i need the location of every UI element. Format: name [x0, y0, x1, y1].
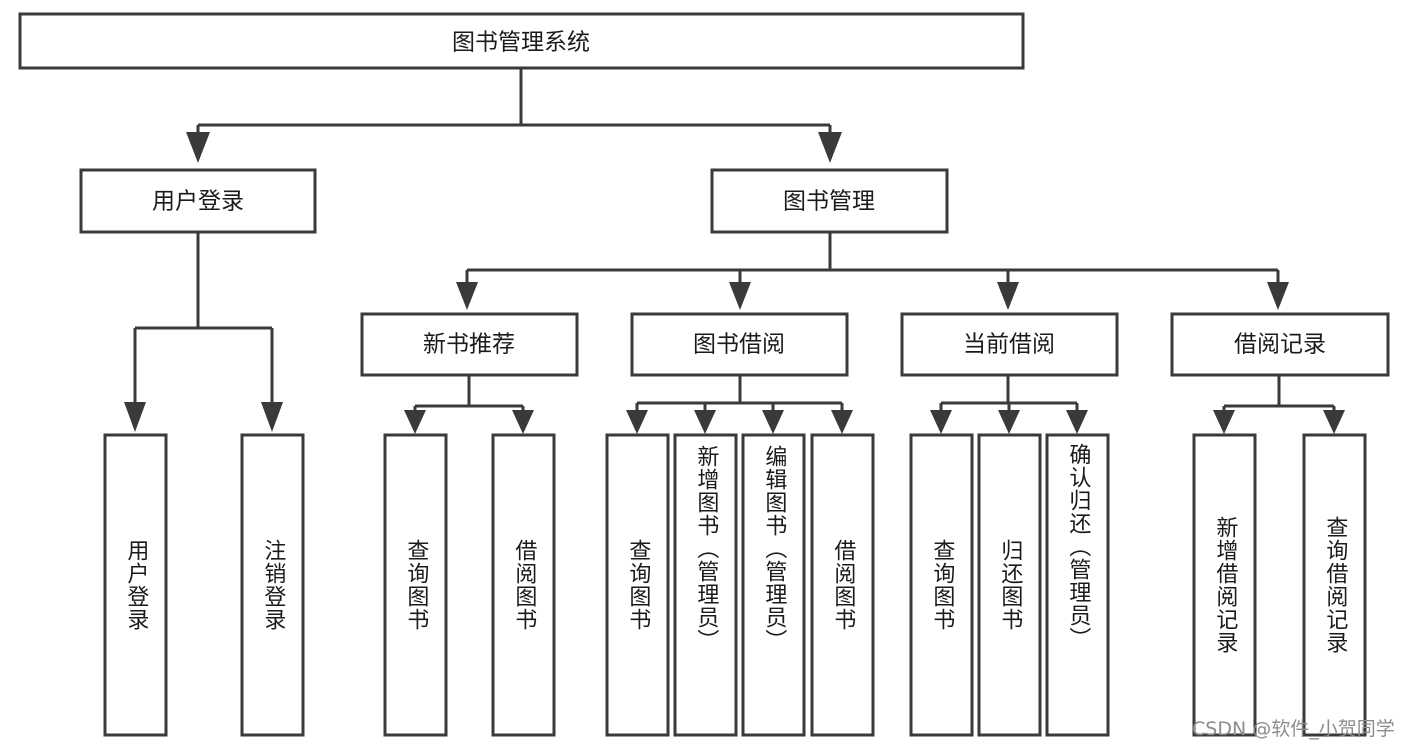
- leaf-box-current-borrow-1[interactable]: [909, 433, 974, 737]
- arrowhead-to-current-borrow: [997, 282, 1019, 310]
- arrowhead-leaf-user-login-2: [261, 402, 283, 432]
- arrowhead-leaf-new-book-1: [404, 410, 426, 434]
- node-borrow-record-box[interactable]: [1170, 312, 1390, 377]
- leaf-box-borrow-record-1[interactable]: [1192, 433, 1257, 737]
- arrowhead-leaf-borrow-record-2: [1323, 410, 1345, 434]
- leaf-box-new-book-1[interactable]: [383, 433, 448, 737]
- node-root-box[interactable]: [18, 12, 1025, 70]
- leaf-box-user-login-2[interactable]: [240, 433, 305, 737]
- node-book-management-label: 图书管理: [783, 189, 875, 215]
- arrowhead-leaf-book-borrow-4: [831, 410, 853, 434]
- node-book-borrow-box[interactable]: [630, 312, 849, 377]
- arrowhead-leaf-current-borrow-1: [930, 410, 952, 434]
- node-current-borrow-box[interactable]: [900, 312, 1119, 377]
- arrowhead-leaf-user-login-1: [124, 402, 146, 432]
- arrowhead-to-book-mgmt: [818, 132, 842, 163]
- arrowhead-leaf-current-borrow-3: [1066, 410, 1088, 434]
- node-root-label: 图书管理系统: [452, 30, 590, 56]
- leaf-box-book-borrow-2[interactable]: [673, 433, 738, 737]
- arrowhead-leaf-book-borrow-2: [694, 410, 716, 434]
- leaf-box-new-book-2[interactable]: [491, 433, 556, 737]
- leaf-box-current-borrow-3[interactable]: [1045, 433, 1110, 737]
- leaf-box-borrow-record-2[interactable]: [1302, 433, 1367, 737]
- arrowhead-to-user-login: [186, 132, 210, 163]
- node-new-book-recommend-box[interactable]: [360, 312, 579, 377]
- arrowhead-leaf-borrow-record-1: [1213, 410, 1235, 434]
- node-book-borrow-label: 图书借阅: [693, 332, 785, 358]
- node-new-book-recommend-label: 新书推荐: [423, 332, 515, 358]
- arrowhead-leaf-current-borrow-2: [998, 410, 1020, 434]
- leaf-box-user-login-1[interactable]: [103, 433, 168, 737]
- leaf-box-book-borrow-3[interactable]: [741, 433, 806, 737]
- node-book-management-box[interactable]: [710, 168, 949, 234]
- leaf-box-book-borrow-1[interactable]: [605, 433, 670, 737]
- node-user-login-label: 用户登录: [152, 189, 244, 215]
- leaf-box-current-borrow-2[interactable]: [977, 433, 1042, 737]
- arrowhead-leaf-book-borrow-3: [762, 410, 784, 434]
- arrowhead-to-borrow-record: [1267, 282, 1289, 310]
- csdn-watermark: CSDN @软件_小贺同学: [1192, 718, 1395, 740]
- node-current-borrow-label: 当前借阅: [963, 332, 1055, 358]
- arrowhead-to-new-book: [456, 282, 478, 310]
- arrowhead-to-book-borrow: [729, 282, 751, 310]
- arrowhead-leaf-book-borrow-1: [626, 410, 648, 434]
- leaf-box-book-borrow-4[interactable]: [810, 433, 875, 737]
- node-borrow-record-label: 借阅记录: [1234, 332, 1326, 358]
- arrowhead-leaf-new-book-2: [512, 410, 534, 434]
